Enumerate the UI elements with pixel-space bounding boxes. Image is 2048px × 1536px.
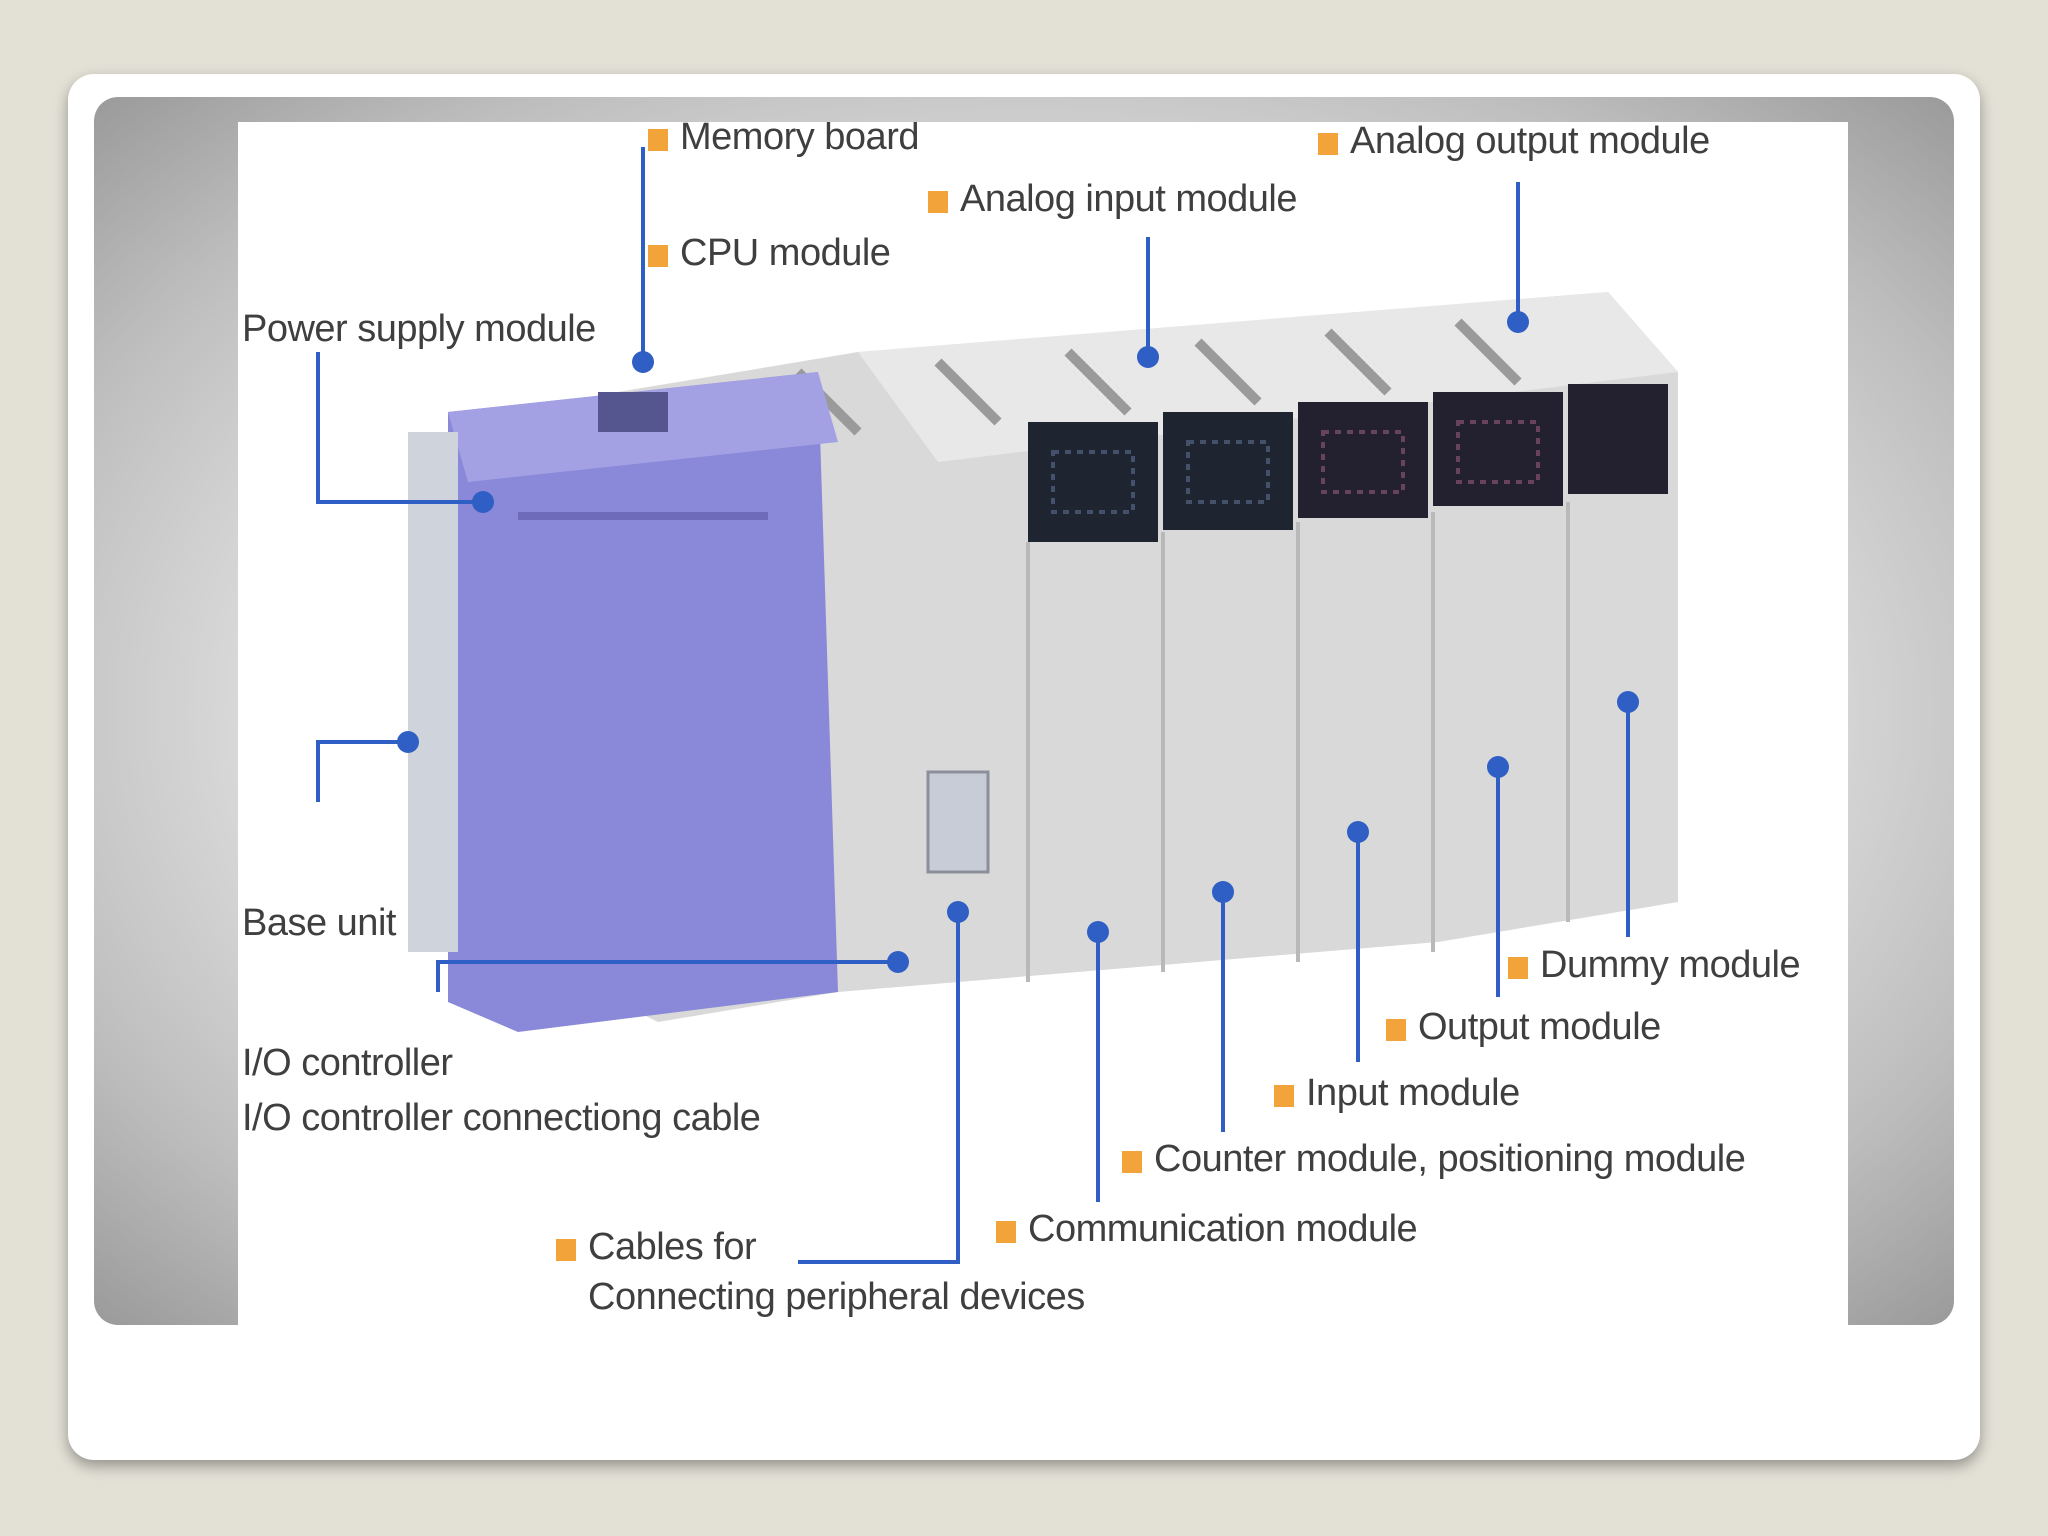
memory-board-text: Memory board	[680, 122, 919, 158]
label-connecting-peripheral: Connecting peripheral devices	[588, 1276, 1085, 1318]
power-supply-block	[448, 372, 838, 1032]
analog-input-module-text: Analog input module	[960, 178, 1297, 220]
label-marker	[556, 1239, 576, 1261]
analog-output-module-text: Analog output module	[1350, 122, 1710, 162]
label-output-module: Output module	[1386, 1006, 1661, 1049]
label-marker	[928, 191, 948, 213]
label-marker	[1386, 1019, 1406, 1041]
label-communication-module: Communication module	[996, 1208, 1418, 1251]
base-side	[408, 432, 458, 952]
label-io-controller-cable: I/O controller connectiong cable	[242, 1097, 761, 1139]
plc-illustration	[316, 147, 1678, 1264]
label-power-supply-module: Power supply module	[242, 308, 596, 350]
cpu-module-text: CPU module	[680, 232, 891, 274]
label-marker	[648, 245, 668, 267]
io-module-faces	[1028, 384, 1668, 542]
label-memory-board: Memory board	[648, 122, 919, 159]
label-marker	[1318, 133, 1338, 155]
counter-module-text: Counter module, positioning module	[1154, 1138, 1746, 1180]
dummy-module-text: Dummy module	[1540, 944, 1801, 986]
label-input-module: Input module	[1274, 1072, 1520, 1115]
label-cpu-module: CPU module	[648, 232, 891, 275]
label-counter-module: Counter module, positioning module	[1122, 1138, 1746, 1181]
label-marker	[1122, 1151, 1142, 1173]
communication-module-text: Communication module	[1028, 1208, 1418, 1250]
label-io-controller: I/O controller	[242, 1042, 453, 1084]
label-analog-input-module: Analog input module	[928, 178, 1297, 221]
cables-for-text: Cables for	[588, 1226, 757, 1268]
label-cables-for: Cables for	[556, 1226, 757, 1269]
label-dummy-module: Dummy module	[1508, 944, 1801, 987]
plc-diagram: Memory board Analog output module Analog…	[238, 122, 1848, 1362]
label-marker	[1274, 1085, 1294, 1107]
label-analog-output-module: Analog output module	[1318, 122, 1710, 163]
output-module-text: Output module	[1418, 1006, 1661, 1048]
label-marker	[996, 1221, 1016, 1243]
label-marker	[1508, 957, 1528, 979]
peripheral-port	[926, 770, 990, 874]
leader-dots	[397, 311, 1639, 973]
input-module-text: Input module	[1306, 1072, 1520, 1114]
label-base-unit: Base unit	[242, 902, 396, 944]
label-marker	[648, 129, 668, 151]
leader-lines	[316, 147, 1630, 1264]
